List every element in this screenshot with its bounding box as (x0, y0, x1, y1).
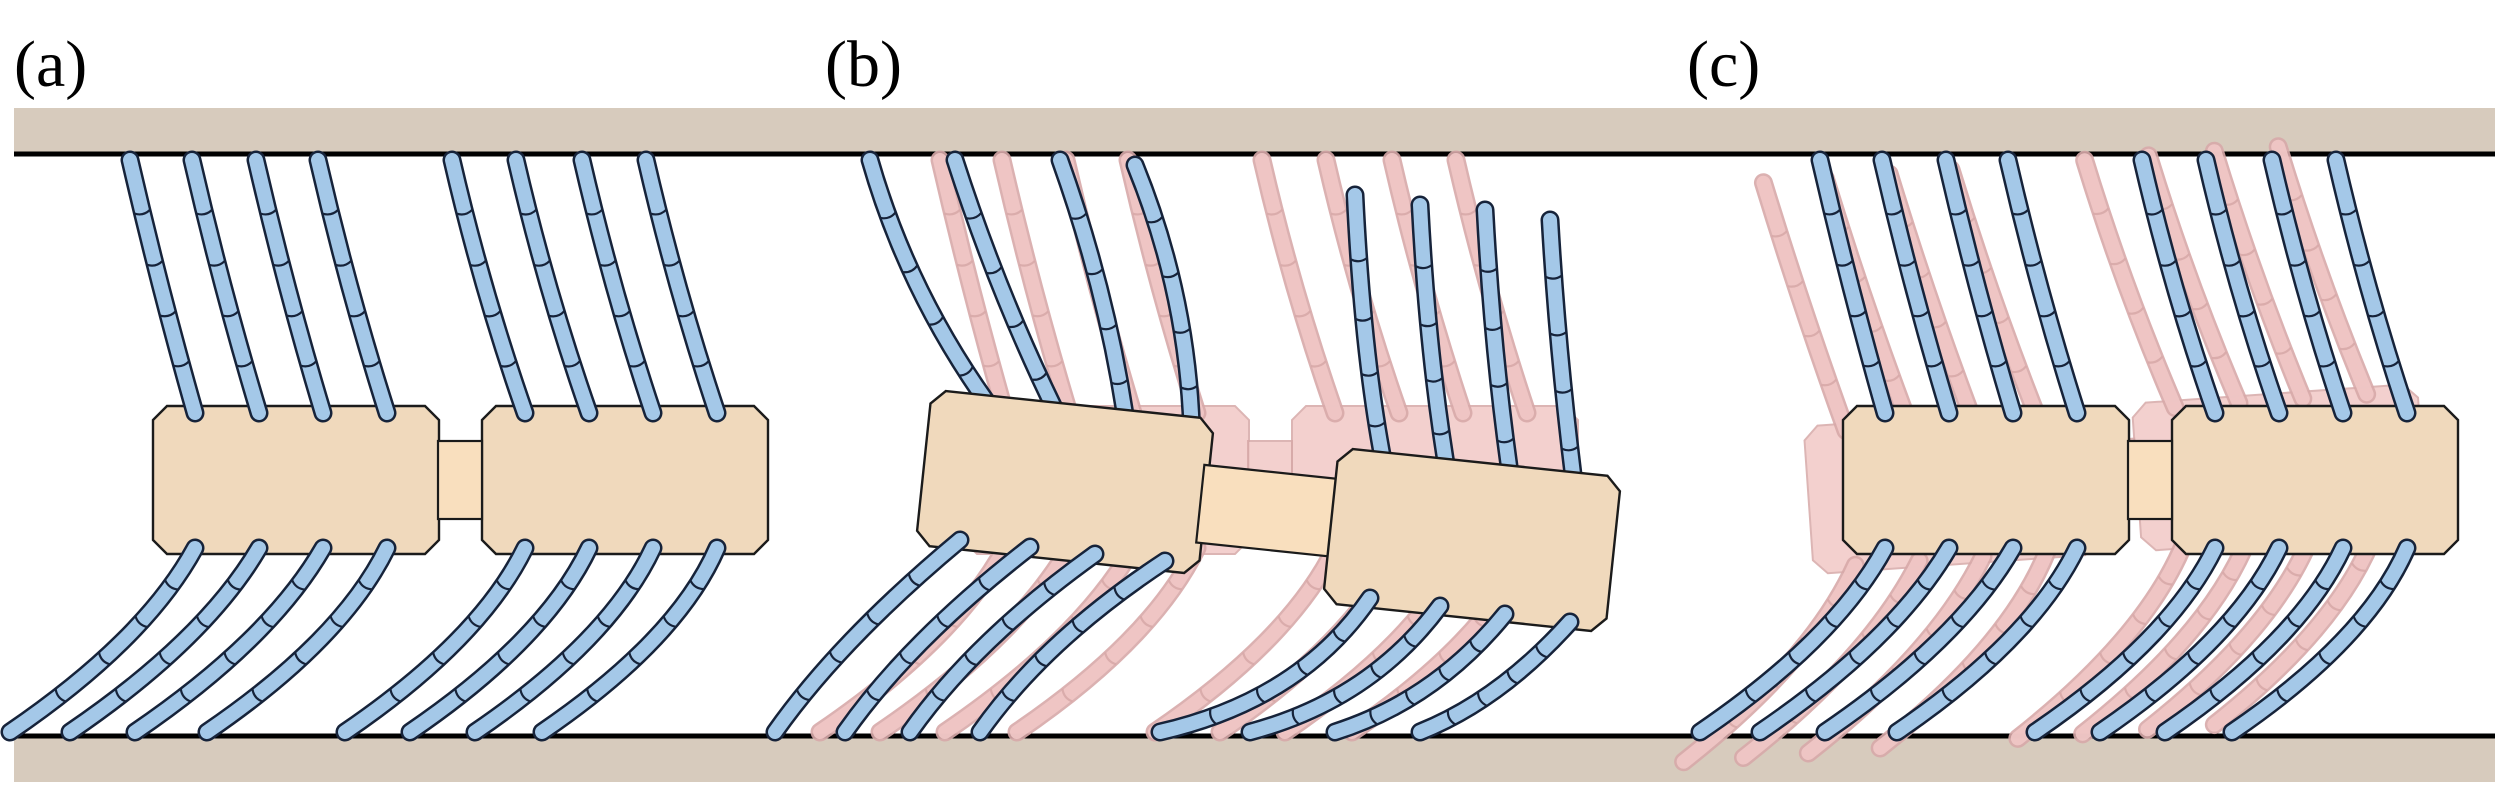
body-block (1322, 447, 1622, 633)
lower-leg (1690, 538, 1895, 742)
ghost-upper-leg (992, 150, 1079, 423)
body-link (436, 439, 484, 521)
lower-leg (0, 538, 205, 742)
ghost-lower-leg (1145, 538, 1345, 742)
body-link (2126, 439, 2174, 521)
body-block (480, 404, 770, 556)
lower-leg (835, 537, 1040, 742)
lower-leg (1240, 596, 1450, 742)
upper-leg (182, 150, 269, 423)
top-wall (14, 108, 2495, 154)
ghost-upper-leg (2139, 146, 2249, 413)
lower-leg (1410, 612, 1580, 742)
lower-leg (60, 538, 269, 742)
upper-leg (1345, 185, 1395, 480)
lower-leg (2155, 538, 2353, 742)
body-block (2170, 404, 2460, 556)
upper-leg (2262, 150, 2353, 423)
upper-leg (506, 150, 599, 423)
panel-label-b: (b) (825, 28, 902, 101)
lower-leg (532, 538, 727, 742)
panel-label-c: (c) (1687, 28, 1760, 101)
ghost-upper-leg (2268, 137, 2377, 404)
panel-a (0, 150, 770, 742)
upper-leg (120, 150, 205, 423)
ghost-lower-leg (935, 538, 1143, 742)
lower-leg (125, 538, 333, 742)
panel-label-a: (a) (14, 28, 87, 101)
lower-leg (1750, 538, 1959, 742)
upper-leg (860, 150, 1010, 430)
upper-leg (1998, 150, 2087, 423)
lower-leg (900, 544, 1105, 742)
lower-leg (2025, 538, 2225, 742)
active-robot (765, 150, 1622, 742)
lower-leg (2222, 538, 2417, 742)
upper-leg (308, 150, 397, 423)
lower-leg (1815, 538, 2023, 742)
lower-leg (765, 530, 970, 742)
lower-leg (335, 538, 535, 742)
panel-c (1674, 137, 2460, 772)
lower-leg (197, 538, 397, 742)
lower-leg (1325, 604, 1515, 742)
walls (14, 108, 2495, 782)
upper-leg (1936, 150, 2023, 423)
lower-leg (970, 551, 1175, 742)
body-block (1841, 404, 2131, 556)
ghost-upper-leg (930, 150, 1015, 423)
upper-leg (1810, 150, 1895, 423)
lower-leg (1150, 588, 1380, 742)
active-robot (1690, 150, 2460, 742)
body-link (1194, 463, 1345, 559)
upper-leg (2326, 150, 2417, 423)
upper-leg (1410, 195, 1459, 492)
upper-leg (1872, 150, 1959, 423)
upper-leg (442, 150, 535, 423)
lower-leg (465, 538, 663, 742)
upper-leg (636, 150, 727, 423)
lower-leg (400, 538, 599, 742)
lower-leg (2090, 538, 2289, 742)
body-block (151, 404, 441, 556)
lower-leg (1887, 538, 2087, 742)
upper-leg (945, 150, 1074, 438)
ghost-upper-leg (1753, 173, 1856, 441)
ghost-upper-leg (2204, 141, 2313, 409)
upper-leg (246, 150, 333, 423)
upper-leg (2196, 150, 2289, 423)
upper-leg (1475, 200, 1523, 504)
upper-leg (2132, 150, 2225, 423)
ghost-upper-leg (1252, 150, 1345, 423)
panel-b (765, 150, 1622, 742)
upper-leg (1540, 210, 1587, 516)
bottom-wall (14, 736, 2495, 782)
upper-leg (1050, 150, 1138, 446)
upper-leg (572, 150, 663, 423)
upper-leg (1125, 155, 1202, 454)
ghost-upper-leg (2075, 150, 2185, 418)
ghost-lower-leg (2073, 528, 2258, 744)
body-block (915, 389, 1215, 575)
ghost-lower-leg (2138, 523, 2322, 739)
